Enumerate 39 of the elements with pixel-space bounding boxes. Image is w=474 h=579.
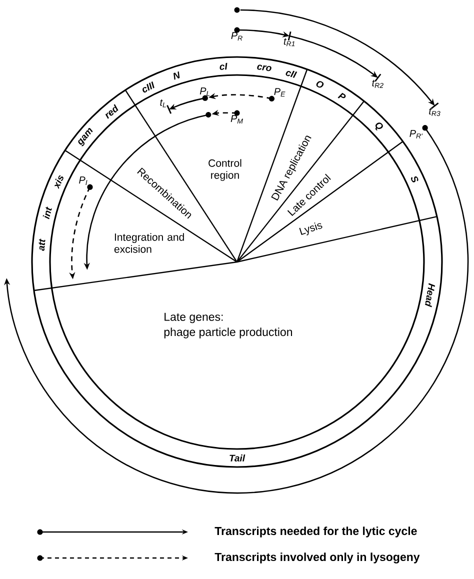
region-label: Control region: [208, 159, 242, 181]
promoter: P$_{R'}$: [410, 125, 428, 138]
terminator: t$_{R2}$: [372, 74, 384, 88]
node-label: P$_{I}$: [79, 176, 88, 185]
gene-label: red: [105, 104, 118, 119]
gene-label: xis: [54, 175, 64, 190]
gene-label: int: [42, 206, 52, 220]
region-label: Late genes:: [164, 312, 223, 324]
gene-label: S: [411, 176, 418, 182]
node-label: P$_{M}$: [230, 115, 243, 124]
terminator: t$_{R1}$: [284, 32, 295, 46]
legend-text: Transcripts needed for the lytic cycle: [214, 526, 417, 538]
gene-label: Head: [425, 283, 436, 308]
gene-label: cI: [220, 62, 228, 70]
node-label: P$_{R'}$: [410, 130, 423, 138]
gene-label: Q: [375, 122, 383, 130]
terminator: t$_{R3}$: [429, 102, 440, 116]
transcript-arrow: [4, 128, 468, 494]
promoter: P$_{R}$: [231, 27, 242, 41]
gene-label: O: [316, 81, 324, 88]
gene-label: cro: [257, 64, 272, 72]
node-label: P$_{E}$: [274, 88, 286, 96]
promoter: P$_{I}$: [79, 176, 93, 190]
region-label: Integration and excision: [114, 233, 184, 253]
terminator: t$_{L}$: [160, 99, 172, 114]
promoter: P$_{E}$: [268, 88, 286, 102]
promoter: P$_{L}$: [200, 88, 210, 101]
gene-label: N: [174, 71, 180, 80]
node-label: P$_{R}$: [231, 32, 242, 41]
gene-label: att: [38, 238, 46, 251]
gene-label: P: [338, 92, 346, 98]
legend-text: Transcripts involved only in lysogeny: [214, 552, 420, 564]
region-label: Lysis: [299, 222, 322, 236]
gene-label: Tail: [230, 454, 246, 462]
gene-label: cII: [286, 70, 298, 78]
gene-label: cIII: [142, 81, 154, 93]
promoter: P$_{M}$: [230, 110, 243, 124]
node-label: P$_{L}$: [200, 88, 210, 96]
region-label: phage particle production: [164, 328, 292, 338]
